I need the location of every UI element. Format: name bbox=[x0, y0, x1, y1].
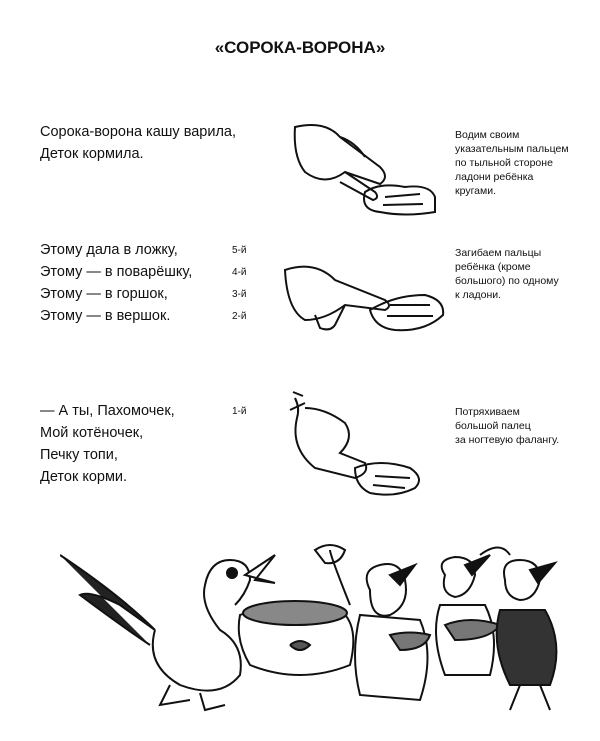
note-line: за ногтевую фалангу. bbox=[455, 434, 560, 446]
verse-stanza-1: Сорока-ворона кашу варила, Деток кормила… bbox=[40, 121, 236, 165]
verse-line: Сорока-ворона кашу варила, bbox=[40, 121, 236, 143]
finger-label: 2-й bbox=[232, 311, 247, 322]
note-line: Водим своим bbox=[455, 129, 520, 141]
note-line: указательным пальцем bbox=[455, 143, 569, 155]
note-line: Загибаем пальцы bbox=[455, 247, 542, 259]
verse-text: — А ты, Пахомочек, bbox=[40, 403, 175, 419]
verse-line: Этому — в вершок. 2-й bbox=[40, 305, 246, 327]
verse-line: Этому дала в ложку, 5-й bbox=[40, 239, 246, 261]
instruction-note-3: Потряхиваем большой палец за ногтевую фа… bbox=[455, 405, 595, 447]
verse-line: Этому — в поварёшку, 4-й bbox=[40, 261, 246, 283]
note-line: ребёнка (кроме bbox=[455, 261, 531, 273]
verse-line: Деток корми. bbox=[40, 466, 175, 488]
instruction-note-1: Водим своим указательным пальцем по тыль… bbox=[455, 128, 595, 198]
hands-folding-fingers-illustration bbox=[283, 265, 445, 332]
note-line: к ладони. bbox=[455, 289, 502, 301]
verse-text: Этому — в горшок, bbox=[40, 286, 168, 302]
magpie-and-chicks-illustration bbox=[60, 544, 558, 712]
verse-line: Мой котёночек, bbox=[40, 422, 175, 444]
verse-text: Деток корми. bbox=[40, 469, 128, 485]
note-line: большой палец bbox=[455, 420, 531, 432]
instruction-note-2: Загибаем пальцы ребёнка (кроме большого)… bbox=[455, 246, 595, 302]
finger-label: 4-й bbox=[232, 267, 247, 278]
note-line: по тыльной стороне bbox=[455, 157, 553, 169]
verse-line: Деток кормила. bbox=[40, 143, 236, 165]
verse-text: Этому дала в ложку, bbox=[40, 242, 178, 258]
note-line: ладони ребёнка bbox=[455, 171, 534, 183]
note-line: большого) по одному bbox=[455, 275, 559, 287]
verse-text: Сорока-ворона кашу варила, bbox=[40, 124, 237, 140]
verse-text: Печку топи, bbox=[40, 447, 118, 463]
finger-label: 1-й bbox=[232, 406, 247, 417]
note-line: Потряхиваем bbox=[455, 406, 520, 418]
verse-stanza-3: — А ты, Пахомочек, 1-й Мой котёночек, Печ… bbox=[40, 400, 246, 488]
verse-text: Этому — в поварёшку, bbox=[40, 264, 193, 280]
finger-label: 3-й bbox=[232, 289, 247, 300]
verse-text: Мой котёночек, bbox=[40, 425, 144, 441]
verse-line: — А ты, Пахомочек, 1-й bbox=[40, 400, 246, 422]
verse-line: Печку топи, bbox=[40, 444, 175, 466]
finger-label: 5-й bbox=[232, 245, 247, 256]
hands-circling-illustration bbox=[293, 124, 436, 216]
note-line: кругами. bbox=[455, 185, 497, 197]
verse-stanza-2: Этому дала в ложку, 5-й Этому — в поварёш… bbox=[40, 239, 246, 327]
hands-shaking-thumb-illustration bbox=[289, 391, 420, 496]
verse-line: Этому — в горшок, 3-й bbox=[40, 283, 246, 305]
verse-text: Деток кормила. bbox=[40, 146, 144, 162]
verse-text: Этому — в вершок. bbox=[40, 308, 171, 324]
page-title: «СОРОКА-ВОРОНА» bbox=[214, 38, 386, 57]
